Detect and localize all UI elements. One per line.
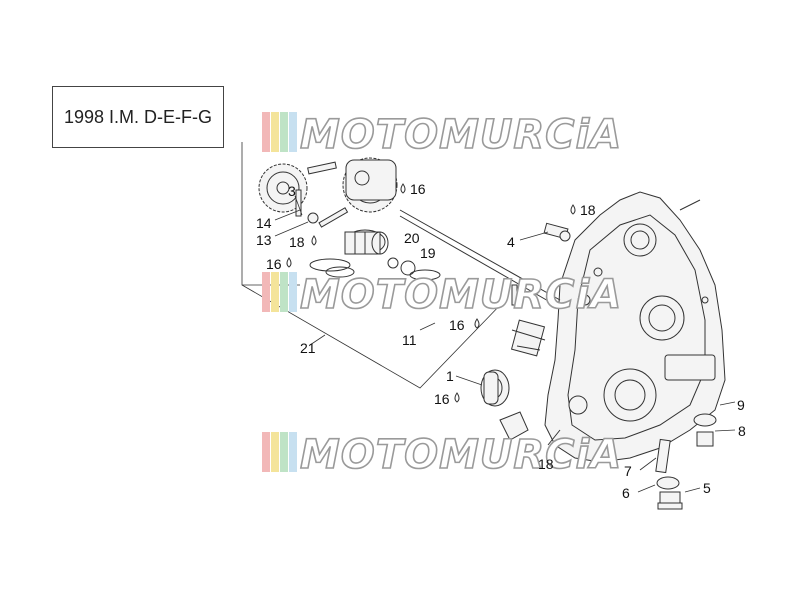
drop-icon bbox=[286, 257, 292, 268]
callout-18-low: 18 bbox=[538, 456, 554, 472]
shaft-bolts bbox=[295, 161, 349, 228]
bolt-4 bbox=[543, 222, 571, 242]
title-box: 1998 I.M. D-E-F-G bbox=[52, 86, 224, 148]
callout-13: 13 bbox=[256, 232, 272, 248]
watermark-middle: MOTOMURCiA bbox=[262, 271, 622, 319]
callout-16-left: 16 bbox=[266, 256, 282, 272]
watermark-top: MOTOMURCiA bbox=[262, 111, 622, 159]
callout-7: 7 bbox=[624, 463, 632, 479]
gear-left bbox=[258, 163, 308, 213]
callout-16-mid: 16 bbox=[449, 317, 465, 333]
callout-16-low: 16 bbox=[434, 391, 450, 407]
watermark-text: MOTOMURCiA bbox=[300, 272, 622, 318]
drop-icon bbox=[570, 204, 576, 215]
callout-8: 8 bbox=[738, 423, 746, 439]
crankcase-half bbox=[544, 191, 726, 463]
drop-icon bbox=[311, 235, 317, 246]
bearing bbox=[480, 369, 510, 407]
callout-4: 4 bbox=[507, 234, 515, 250]
callout-6: 6 bbox=[622, 485, 630, 501]
callout-1: 1 bbox=[446, 368, 454, 384]
drop-icon bbox=[454, 392, 460, 403]
callout-9: 9 bbox=[737, 397, 745, 413]
circlips bbox=[309, 257, 441, 281]
drop-icon bbox=[400, 183, 406, 194]
drain-parts bbox=[655, 413, 717, 510]
callouts: 3 14 13 16 18 4 18 16 20 19 16 11 21 1 1… bbox=[256, 181, 746, 501]
leader-lines bbox=[274, 195, 736, 493]
gear-right bbox=[342, 157, 398, 213]
callout-19: 19 bbox=[420, 245, 436, 261]
drop-icon bbox=[474, 318, 480, 329]
callout-11: 11 bbox=[402, 332, 417, 348]
callout-3: 3 bbox=[288, 183, 296, 199]
callout-18-left: 18 bbox=[289, 234, 305, 250]
callout-20: 20 bbox=[404, 230, 420, 246]
callout-18-top: 18 bbox=[580, 202, 596, 218]
watermark-bottom: MOTOMURCiA bbox=[262, 431, 622, 479]
drop-icons bbox=[286, 183, 576, 403]
callout-5: 5 bbox=[703, 480, 711, 496]
pump-body bbox=[344, 229, 389, 255]
watermark-text: MOTOMURCiA bbox=[300, 432, 622, 478]
callout-16-top: 16 bbox=[410, 181, 426, 197]
long-shaft bbox=[399, 209, 561, 357]
spacer-sleeve bbox=[499, 411, 529, 441]
title-text: 1998 I.M. D-E-F-G bbox=[63, 106, 213, 127]
callout-14: 14 bbox=[256, 215, 272, 231]
watermark-text: MOTOMURCiA bbox=[300, 112, 622, 158]
callout-21: 21 bbox=[300, 340, 316, 356]
